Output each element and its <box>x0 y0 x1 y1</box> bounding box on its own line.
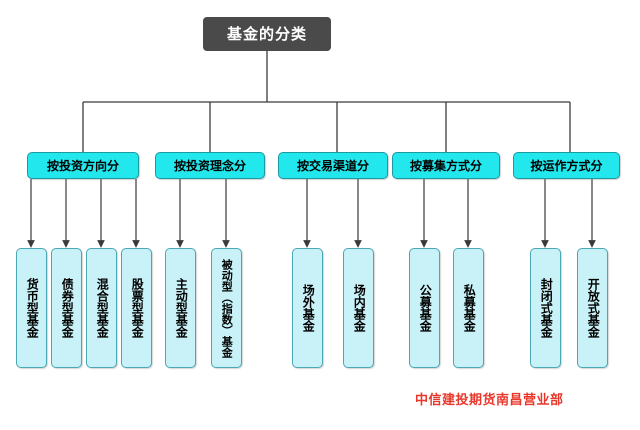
category-node-label: 按募集方式分 <box>409 158 482 173</box>
category-node-investment-direction[interactable]: 按投资方向分 <box>27 152 139 179</box>
leaf-node-label: 公募基金 <box>418 284 433 332</box>
category-node-investment-philosophy[interactable]: 按投资理念分 <box>155 152 265 179</box>
category-node-label: 按投资理念分 <box>173 158 246 173</box>
leaf-node-active-fund[interactable]: 主动型基金 <box>165 248 196 368</box>
leaf-node-label: 私募基金 <box>462 284 477 332</box>
leaf-node-label: 场内基金 <box>352 284 367 332</box>
leaf-node-exchange-traded-fund[interactable]: 场内基金 <box>343 248 374 368</box>
leaf-node-equity-fund[interactable]: 股票型基金 <box>121 248 152 368</box>
leaf-node-otc-fund[interactable]: 场外基金 <box>292 248 323 368</box>
watermark-text: 中信建投期货南昌营业部 <box>415 393 564 408</box>
leaf-node-open-end-fund[interactable]: 开放式基金 <box>577 248 608 368</box>
leaf-node-private-fund[interactable]: 私募基金 <box>453 248 484 368</box>
category-node-operating-method[interactable]: 按运作方式分 <box>513 152 620 179</box>
category-node-label: 按运作方式分 <box>530 158 603 173</box>
category-node-fundraising-method[interactable]: 按募集方式分 <box>392 152 500 179</box>
leaf-node-label: 股票型基金 <box>130 278 145 338</box>
category-node-label: 按投资方向分 <box>46 158 119 173</box>
category-node-trading-channel[interactable]: 按交易渠道分 <box>278 152 388 179</box>
leaf-node-passive-index-fund[interactable]: 被动型（指数）基金 <box>211 248 242 368</box>
category-node-label: 按交易渠道分 <box>296 158 369 173</box>
root-node-label: 基金的分类 <box>226 24 307 43</box>
leaf-node-closed-end-fund[interactable]: 封闭式基金 <box>530 248 561 368</box>
leaf-node-bond-fund[interactable]: 债券型基金 <box>51 248 82 368</box>
leaf-node-label: 主动型基金 <box>174 278 189 338</box>
leaf-node-label: 场外基金 <box>301 284 316 332</box>
leaf-node-public-fund[interactable]: 公募基金 <box>409 248 440 368</box>
root-node[interactable]: 基金的分类 <box>203 17 331 51</box>
leaf-node-label: 债券型基金 <box>60 278 75 338</box>
leaf-node-label: 封闭式基金 <box>539 278 554 338</box>
leaf-node-label: 被动型（指数）基金 <box>220 258 234 358</box>
leaf-node-label: 货币型基金 <box>25 278 40 338</box>
leaf-node-money-market-fund[interactable]: 货币型基金 <box>16 248 47 368</box>
leaf-node-label: 开放式基金 <box>586 278 601 338</box>
leaf-node-label: 混合型基金 <box>95 278 110 338</box>
leaf-node-hybrid-fund[interactable]: 混合型基金 <box>86 248 117 368</box>
